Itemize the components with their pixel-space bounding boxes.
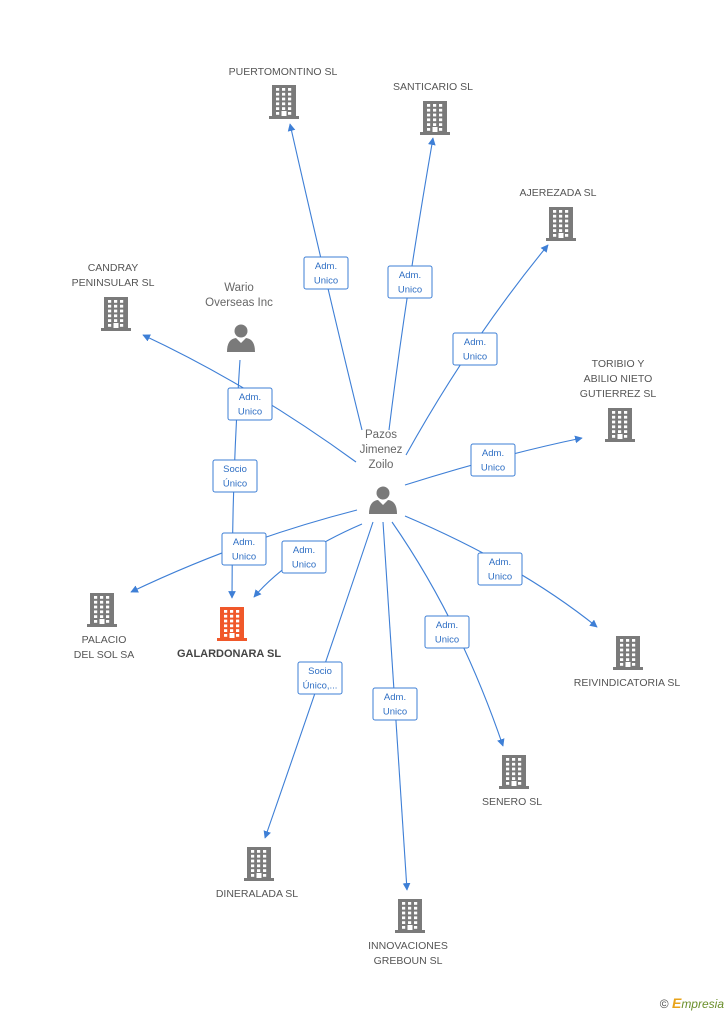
brand-logo-initial: E <box>671 995 682 1011</box>
edge-label-line: Unico <box>238 407 262 418</box>
edge-label-line: Único,... <box>303 681 338 692</box>
toribio-label: TORIBIO Y <box>592 358 645 370</box>
edge-label-line: Adm. <box>399 270 421 281</box>
edge-label-line: Adm. <box>464 337 486 348</box>
edge-label-line: Socio <box>223 464 247 475</box>
edges-layer <box>130 123 598 891</box>
edge-label-pazos-to-santicario[interactable]: Adm. Unico <box>387 265 433 299</box>
pazos-label: Jimenez <box>360 444 403 456</box>
edge-label-line: Adm. <box>233 537 255 548</box>
dineralada-building-icon[interactable] <box>244 847 274 881</box>
palacio-label: PALACIO <box>82 634 127 646</box>
edge-label-pazos-to-palacio[interactable]: Adm. Unico <box>221 532 267 566</box>
ajerezada-label: AJEREZADA SL <box>519 187 596 199</box>
candray-building-icon[interactable] <box>101 297 131 331</box>
innovaciones-label: INNOVACIONES <box>368 940 448 952</box>
senero-building-icon[interactable] <box>499 755 529 789</box>
brand-footer: © Empresia <box>660 995 724 1011</box>
innovaciones-label: GREBOUN SL <box>374 955 443 967</box>
edge-label-pazos-to-ajerezada[interactable]: Adm. Unico <box>452 332 498 366</box>
edge-label-line: Unico <box>383 707 407 718</box>
santicario-building-icon[interactable] <box>420 101 450 135</box>
edge-label-pazos-to-dineralada[interactable]: SocioÚnico,... <box>297 661 343 695</box>
edge-label-pazos-to-reivindicatoria[interactable]: Adm. Unico <box>477 552 523 586</box>
candray-label: CANDRAY <box>88 262 139 274</box>
dineralada-label: DINERALADA SL <box>216 888 298 900</box>
palacio-building-icon[interactable] <box>87 593 117 627</box>
edge-label-line: Unico <box>488 572 512 583</box>
edge-label-pazos-to-puertomontino[interactable]: Adm. Unico <box>303 256 349 290</box>
edge-label-line: Adm. <box>489 557 511 568</box>
edge-label-line: Adm. <box>384 692 406 703</box>
brand-logo-rest: mpresia <box>681 997 724 1011</box>
puertomontino-label: PUERTOMONTINO SL <box>229 66 338 78</box>
wario-label: Wario <box>224 282 254 294</box>
pazos-person-icon[interactable] <box>369 486 397 515</box>
edge-label-pazos-to-innovaciones[interactable]: Adm. Unico <box>372 687 418 721</box>
wario-label: Overseas Inc <box>205 297 273 309</box>
pazos-label: Zoilo <box>369 459 394 471</box>
edge-label-pazos-to-galardonara[interactable]: Adm. Unico <box>281 540 327 574</box>
pazos-label: Pazos <box>365 429 397 441</box>
toribio-building-icon[interactable] <box>605 408 635 442</box>
edge-label-line: Adm. <box>239 392 261 403</box>
edge-label-line: Socio <box>308 666 332 677</box>
toribio-label: GUTIERREZ SL <box>580 388 657 400</box>
ajerezada-building-icon[interactable] <box>546 207 576 241</box>
galardonara-building-icon[interactable] <box>217 607 247 641</box>
copyright-symbol: © <box>659 997 669 1011</box>
edge-label-line: Unico <box>463 352 487 363</box>
edge-label-pazos-to-candray[interactable]: Adm. Unico <box>227 387 273 421</box>
edge-label-line: Adm. <box>315 261 337 272</box>
edge-label-line: Unico <box>292 560 316 571</box>
edge-label-line: Unico <box>232 552 256 563</box>
santicario-label: SANTICARIO SL <box>393 81 473 93</box>
reivindicatoria-building-icon[interactable] <box>613 636 643 670</box>
edge-label-line: Unico <box>481 463 505 474</box>
edge-label-line: Adm. <box>293 545 315 556</box>
toribio-label: ABILIO NIETO <box>584 373 653 385</box>
edge-label-line: Unico <box>314 276 338 287</box>
palacio-label: DEL SOL SA <box>74 649 135 661</box>
puertomontino-building-icon[interactable] <box>269 85 299 119</box>
candray-label: PENINSULAR SL <box>72 277 155 289</box>
wario-person-icon[interactable] <box>227 324 255 353</box>
reivindicatoria-label: REIVINDICATORIA SL <box>574 677 681 689</box>
edge-label-line: Adm. <box>482 448 504 459</box>
galardonara-label: GALARDONARA SL <box>177 648 281 660</box>
innovaciones-building-icon[interactable] <box>395 899 425 933</box>
edge-label-pazos-to-toribio[interactable]: Adm. Unico <box>470 443 516 477</box>
edge-label-line: Único <box>223 479 247 490</box>
edge-label-line: Unico <box>435 635 459 646</box>
edge-label-line: Adm. <box>436 620 458 631</box>
senero-label: SENERO SL <box>482 796 542 808</box>
edge-label-line: Unico <box>398 285 422 296</box>
edge-label-pazos-to-senero[interactable]: Adm. Unico <box>424 615 470 649</box>
